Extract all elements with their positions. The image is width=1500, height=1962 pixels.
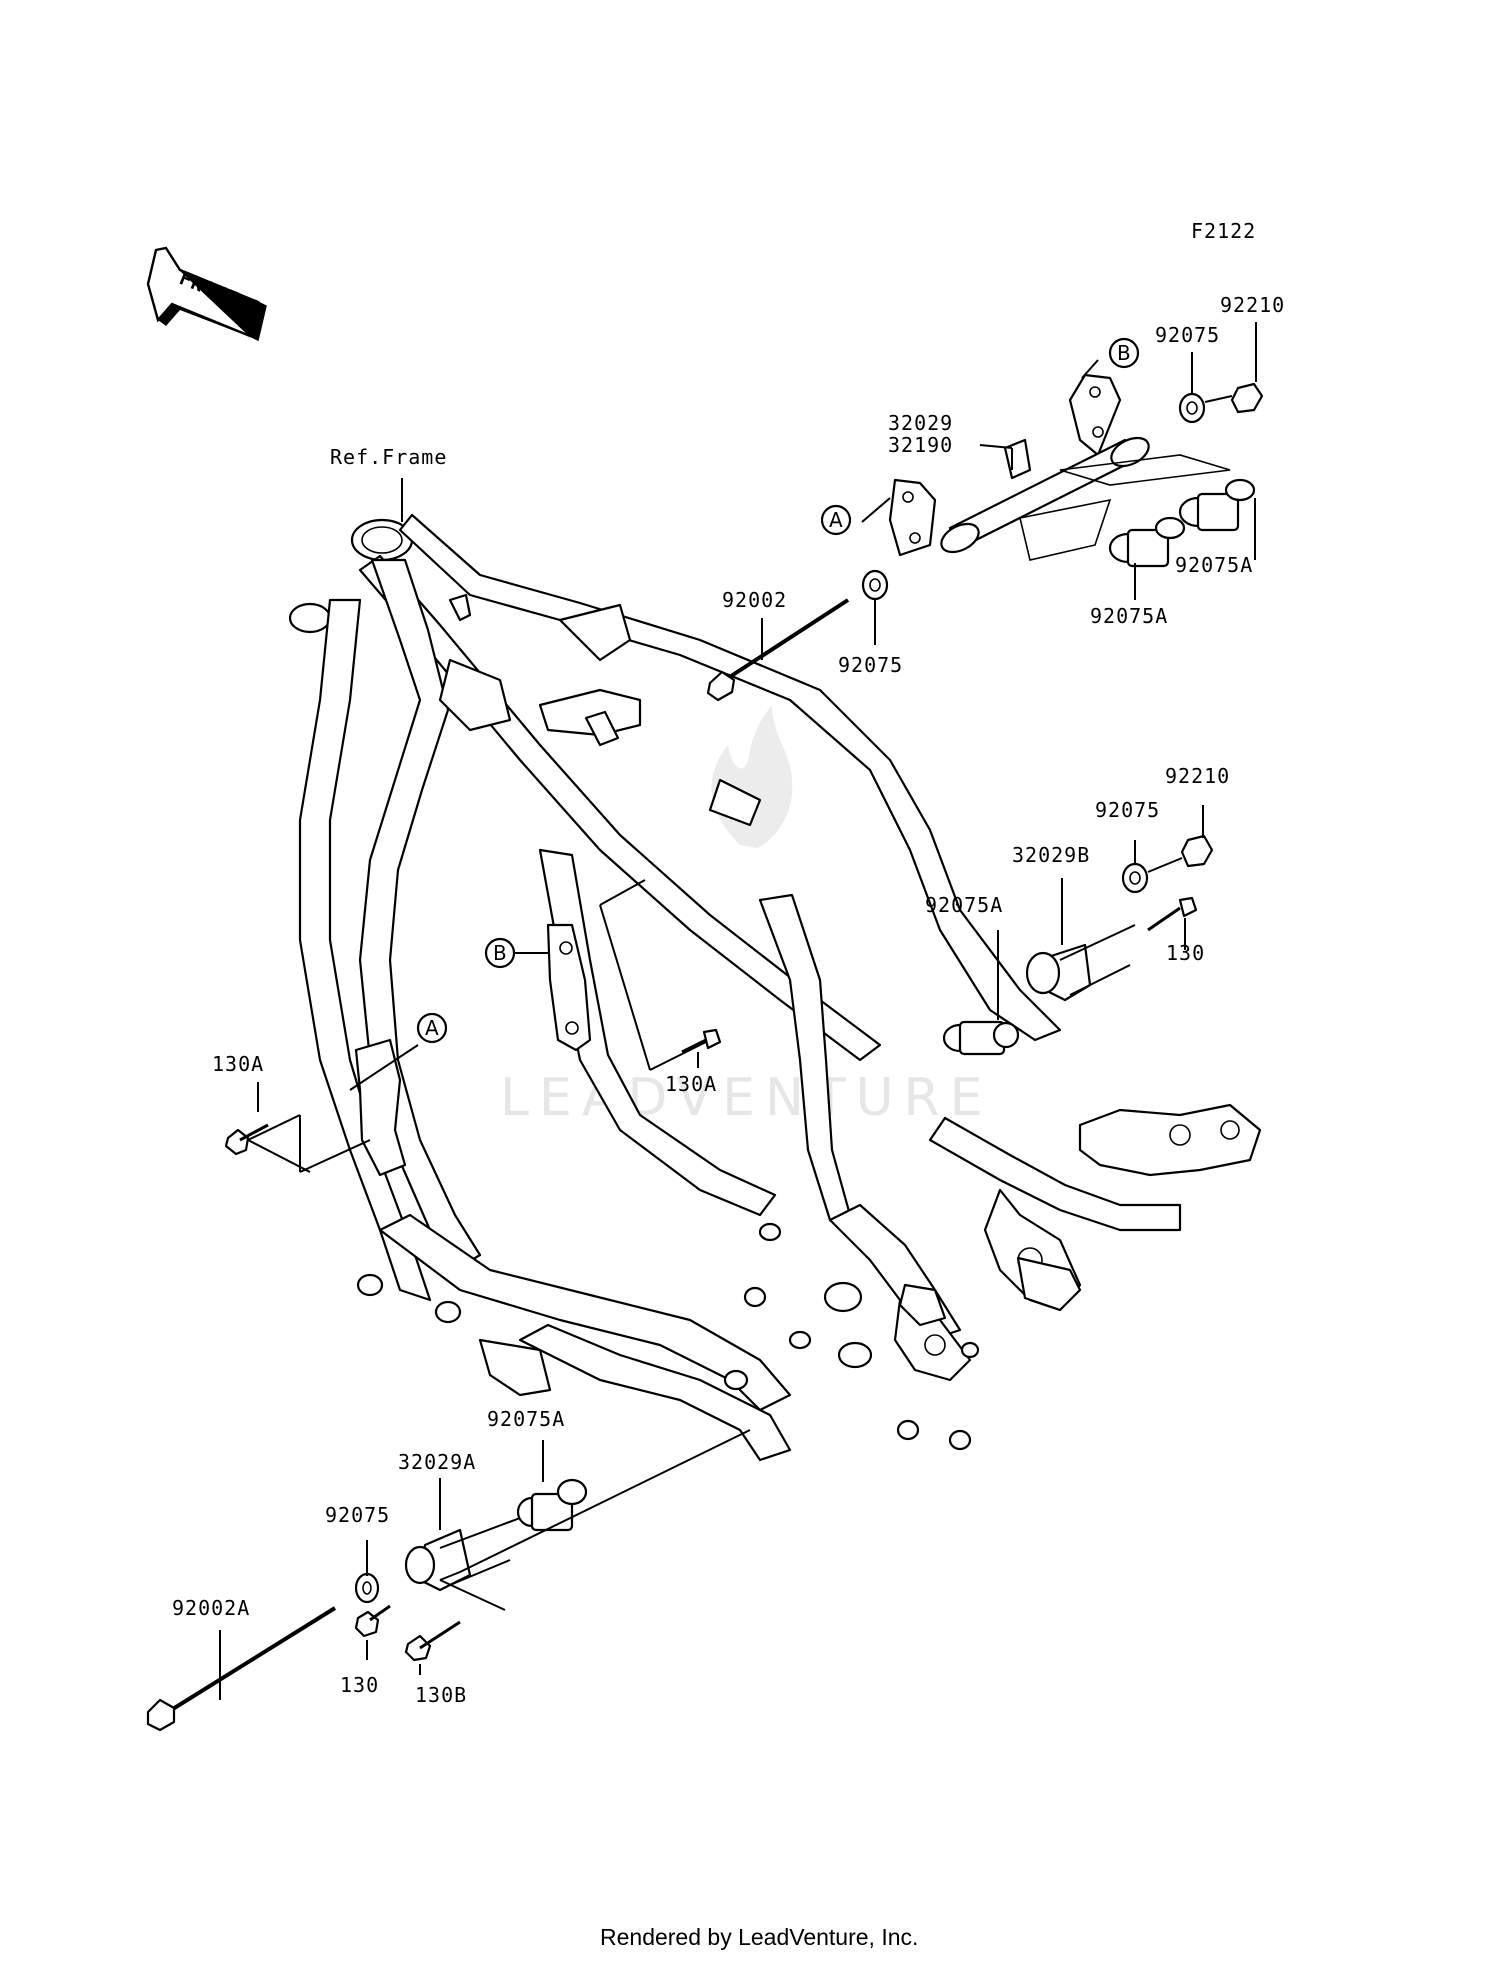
rear-mount-assembly bbox=[942, 834, 1214, 1056]
label-130B: 130B bbox=[415, 1683, 467, 1707]
leader-lines bbox=[219, 322, 1257, 1700]
label-130-right: 130 bbox=[1166, 941, 1205, 965]
damper-92075A-lower bbox=[1108, 516, 1186, 568]
label-32190: 32190 bbox=[888, 433, 953, 457]
nut-92210-right bbox=[1180, 834, 1214, 868]
damper-92075A-right bbox=[942, 1020, 1020, 1056]
label-92210-right: 92210 bbox=[1165, 764, 1230, 788]
label-130A-center: 130A bbox=[665, 1072, 717, 1096]
label-32029B: 32029B bbox=[1012, 843, 1090, 867]
callout-a-top: A bbox=[820, 504, 852, 536]
damper-92075A-upper bbox=[1178, 478, 1256, 532]
label-92075A-1: 92075A bbox=[1175, 553, 1253, 577]
nut-92210-top bbox=[1230, 382, 1264, 414]
svg-text:A: A bbox=[425, 1016, 439, 1040]
front-arrow-icon: FRONT bbox=[146, 246, 267, 342]
bolt-130A-center bbox=[681, 1028, 722, 1054]
svg-text:A: A bbox=[829, 508, 843, 532]
label-92075-bottom: 92075 bbox=[325, 1503, 390, 1527]
lower-rail-left bbox=[378, 1213, 792, 1412]
bolt-92002 bbox=[706, 598, 850, 702]
frame-gusset bbox=[478, 1338, 552, 1397]
label-130A-left: 130A bbox=[212, 1052, 264, 1076]
callout-b-frame: B bbox=[484, 937, 516, 969]
lower-rail-front bbox=[518, 1323, 792, 1462]
label-92075-mid: 92075 bbox=[838, 653, 903, 677]
figure-code: F2122 bbox=[1191, 219, 1256, 243]
rear-bracket bbox=[1078, 1103, 1262, 1177]
footer-credit: Rendered by LeadVenture, Inc. bbox=[600, 1924, 918, 1950]
label-92002: 92002 bbox=[722, 588, 787, 612]
washer-92075-bottom bbox=[354, 1572, 380, 1604]
callout-a-frame: A bbox=[416, 1012, 448, 1044]
damper-92075A-bottom bbox=[516, 1478, 588, 1532]
svg-text:B: B bbox=[1117, 341, 1131, 365]
label-32029A: 32029A bbox=[398, 1450, 476, 1474]
front-mount-assembly bbox=[706, 373, 1264, 702]
watermark-text: LEADVENTURE bbox=[500, 1068, 993, 1128]
frame-drawing bbox=[288, 513, 1262, 1462]
bolt-130-bottom bbox=[354, 1604, 391, 1638]
svg-text:B: B bbox=[493, 941, 507, 965]
center-tube bbox=[758, 893, 852, 1222]
label-92210-top: 92210 bbox=[1220, 293, 1285, 317]
bolt-130A-left bbox=[224, 1123, 269, 1156]
frame-bracket-b bbox=[546, 923, 592, 1052]
bolt-130-right bbox=[1147, 896, 1198, 932]
front-downtube-left bbox=[298, 598, 432, 1302]
bracket-plate-a bbox=[888, 478, 937, 557]
washer-92075-top bbox=[1178, 392, 1206, 424]
bolt-92002A bbox=[146, 1606, 337, 1732]
callout-b-top: B bbox=[1108, 337, 1140, 369]
washer-92075-right bbox=[1121, 862, 1149, 894]
label-92075-top: 92075 bbox=[1155, 323, 1220, 347]
label-ref-frame: Ref.Frame bbox=[330, 445, 447, 469]
bolt-130B bbox=[404, 1620, 461, 1662]
label-32029: 32029 bbox=[888, 411, 953, 435]
label-92075A-bottom: 92075A bbox=[487, 1407, 565, 1431]
label-92075A-right: 92075A bbox=[925, 893, 1003, 917]
label-92075A-2: 92075A bbox=[1090, 604, 1168, 628]
labels: Ref.Frame 92210 92075 32029 32190 92002 … bbox=[172, 293, 1285, 1707]
label-92002A: 92002A bbox=[172, 1596, 250, 1620]
label-92075-right: 92075 bbox=[1095, 798, 1160, 822]
label-130-bottom: 130 bbox=[340, 1673, 379, 1697]
cross-member bbox=[538, 688, 642, 737]
washer-92075-mid bbox=[861, 569, 889, 601]
lower-mount-assembly bbox=[146, 1478, 588, 1732]
rear-cross-tube bbox=[928, 1116, 1182, 1232]
part-32029-bracket bbox=[1003, 438, 1032, 480]
